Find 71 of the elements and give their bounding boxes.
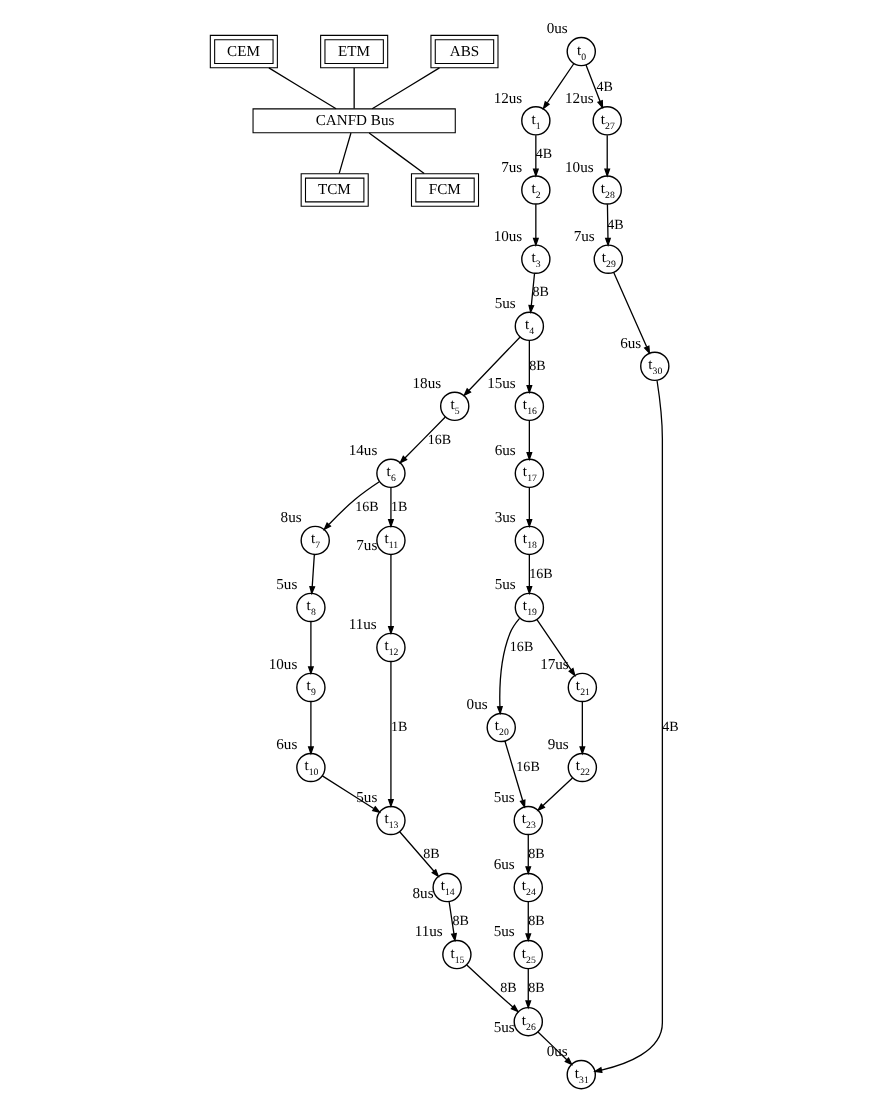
- arrow: [321, 775, 382, 814]
- node-label: 7us: [573, 227, 595, 246]
- node-label: 5us: [494, 294, 516, 313]
- connector: [338, 132, 352, 174]
- node-label: 15us: [487, 374, 516, 393]
- arrow: [528, 272, 536, 315]
- arrow: [526, 419, 533, 462]
- arrow: [448, 901, 457, 943]
- node-label: 10us: [565, 157, 594, 176]
- node-label: 5us: [493, 788, 515, 807]
- arrow: [536, 777, 574, 812]
- node-label: 8us: [280, 508, 302, 527]
- node-label: 5us: [494, 575, 516, 594]
- node-label: 10us: [493, 227, 523, 246]
- arrow: [526, 553, 533, 596]
- arrow: [466, 964, 520, 1013]
- arrow: [536, 619, 576, 677]
- arrow: [579, 701, 586, 756]
- arrow: [399, 416, 446, 465]
- arrow: [322, 481, 380, 531]
- arrow: [604, 134, 611, 178]
- node-label: 5us: [493, 922, 515, 941]
- node-label: 6us: [494, 441, 516, 460]
- node-label: 3us: [494, 508, 516, 527]
- node-label: 12us: [565, 88, 594, 107]
- arrow: [387, 554, 395, 636]
- arrow: [526, 339, 533, 395]
- node-label: 12us: [493, 88, 523, 107]
- node-label: 5us: [493, 1017, 515, 1036]
- node-label: 11us: [348, 615, 377, 634]
- connector: [371, 67, 441, 110]
- node-label: 5us: [356, 788, 378, 807]
- arrow: [593, 379, 663, 1074]
- arrow: [307, 701, 315, 756]
- arrow: [463, 336, 521, 397]
- arrow: [613, 271, 651, 355]
- node-label: 6us: [620, 334, 642, 353]
- arrow: [532, 203, 540, 247]
- arrow: [307, 621, 315, 676]
- node-label: 6us: [493, 855, 515, 874]
- arrow: [604, 203, 612, 247]
- node-box: CANFD Bus: [252, 108, 456, 134]
- node-label: 9us: [547, 735, 569, 754]
- arrow: [526, 486, 533, 529]
- node-label: 0us: [546, 19, 568, 38]
- node-label: 14us: [348, 441, 378, 460]
- node-label: 6us: [276, 735, 298, 754]
- arrow: [532, 134, 540, 178]
- node-label: 17us: [540, 655, 569, 674]
- arrow: [542, 63, 575, 111]
- node-label: 7us: [501, 157, 523, 176]
- node-label: 11us: [414, 922, 443, 941]
- arrow: [399, 831, 440, 878]
- arrow: [585, 64, 604, 110]
- connector: [368, 132, 425, 175]
- arrow: [525, 968, 532, 1010]
- arrow: [525, 901, 532, 943]
- node-label: 0us: [466, 695, 488, 714]
- node-label: 10us: [268, 655, 298, 674]
- arrow: [309, 553, 316, 596]
- node-label: 8us: [412, 883, 434, 902]
- connector: [268, 67, 337, 110]
- arrow: [496, 617, 521, 716]
- arrow: [525, 834, 532, 876]
- arrow: [504, 740, 526, 809]
- node-label: 18us: [412, 374, 442, 393]
- arrow: [387, 486, 395, 529]
- node-label: 7us: [356, 536, 378, 555]
- connector: [353, 67, 355, 110]
- node-label: 5us: [276, 575, 298, 594]
- arrow: [387, 661, 395, 808]
